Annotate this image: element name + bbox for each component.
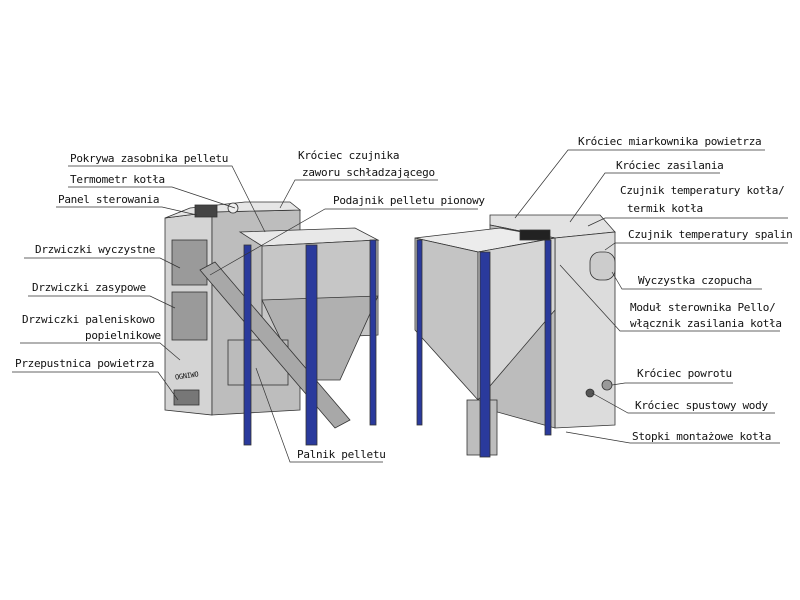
label-powrot: Króciec powrotu	[637, 367, 732, 380]
label-stopki: Stopki montażowe kotła	[632, 430, 772, 443]
thermometer	[227, 202, 239, 214]
controller-module	[519, 229, 551, 241]
pellet-burner	[227, 339, 289, 386]
label-drzwiczki-wyczystne: Drzwiczki wyczystne	[35, 243, 156, 256]
hopper-left	[414, 237, 479, 402]
frame-leg	[305, 244, 318, 446]
frame-leg	[544, 239, 552, 436]
control-panel	[194, 204, 218, 218]
label-krociec-czujnika-1: Króciec czujnika	[298, 149, 400, 162]
label-pokrywa: Pokrywa zasobnika pelletu	[70, 152, 229, 165]
label-palnik: Palnik pelletu	[297, 448, 386, 461]
flue-outlet	[589, 251, 616, 281]
label-czujnik-spalin: Czujnik temperatury spalin	[628, 228, 793, 241]
right-view	[414, 214, 616, 458]
loading-door	[171, 291, 208, 341]
label-drzwiczki-paleniskowo-2: popielnikowe	[85, 329, 161, 342]
label-wyczystka: Wyczystka czopucha	[638, 274, 752, 287]
return-port	[601, 379, 613, 391]
frame-leg	[416, 239, 423, 426]
label-drzwiczki-paleniskowo-1: Drzwiczki paleniskowo	[22, 313, 155, 326]
label-miarkownik: Króciec miarkownika powietrza	[578, 135, 762, 148]
frame-leg	[369, 239, 377, 426]
label-termometr: Termometr kotła	[70, 173, 165, 186]
label-czujnik-kotla-2: termik kotła	[627, 202, 703, 215]
left-view	[164, 201, 380, 446]
label-krociec-czujnika-2: zaworu schładzającego	[302, 166, 435, 179]
frame-leg	[243, 244, 252, 446]
cleaning-door	[171, 239, 208, 286]
label-przepustnica: Przepustnica powietrza	[15, 357, 155, 370]
frame-leg	[479, 251, 491, 458]
label-drzwiczki-zasypowe: Drzwiczki zasypowe	[32, 281, 146, 294]
air-damper	[173, 389, 200, 406]
label-panel: Panel sterowania	[58, 193, 160, 206]
label-spustowy: Króciec spustowy wody	[635, 399, 768, 412]
drain-port	[585, 388, 595, 398]
hopper-right	[477, 237, 556, 402]
leader-lines	[12, 149, 788, 463]
label-podajnik: Podajnik pelletu pionowy	[333, 194, 485, 207]
label-modul-1: Moduł sterownika Pello/	[630, 301, 776, 314]
label-modul-2: włącznik zasilania kotła	[630, 317, 782, 330]
label-czujnik-kotla-1: Czujnik temperatury kotła/	[620, 184, 785, 197]
label-zasilanie: Króciec zasilania	[616, 159, 724, 172]
